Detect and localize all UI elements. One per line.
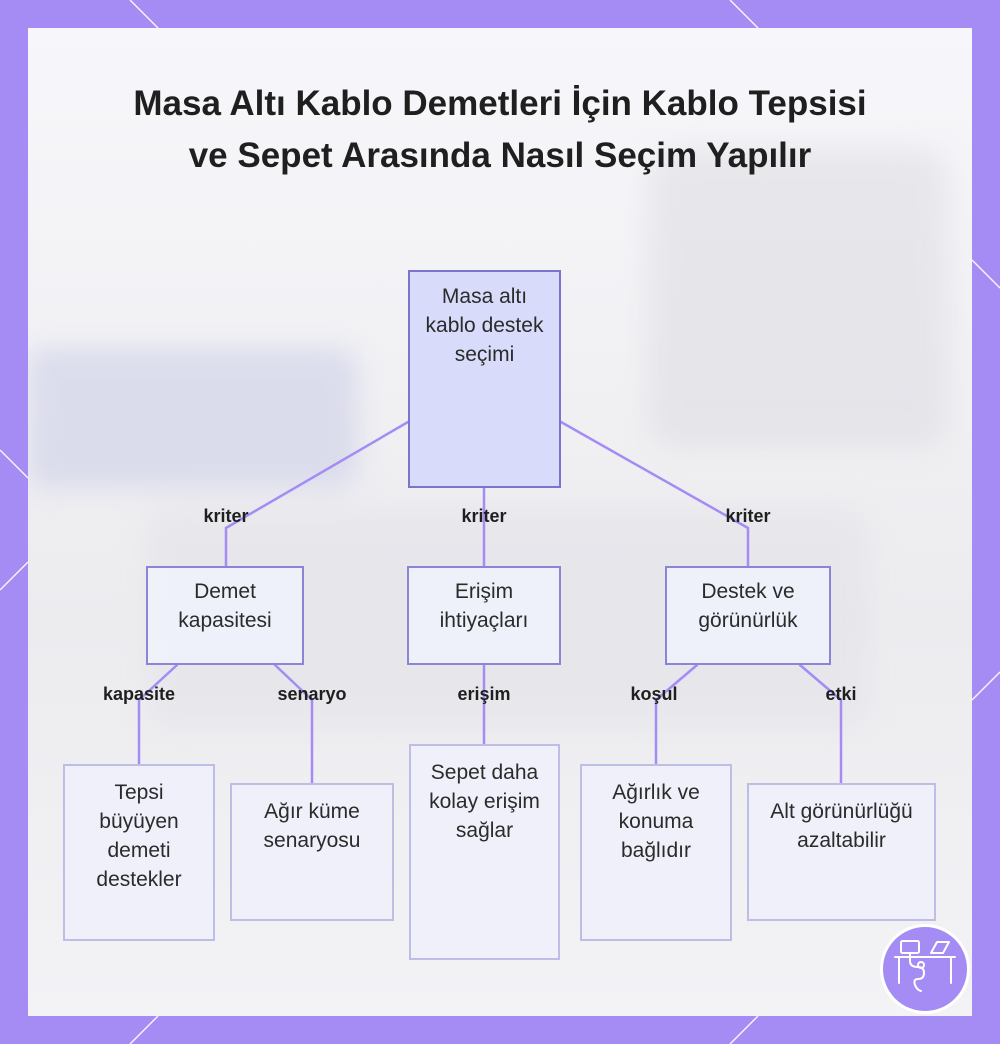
node-access-label: Erişim ihtiyaçları: [417, 577, 551, 653]
node-heavy-label: Ağır küme senaryosu: [240, 797, 384, 909]
node-heavy: Ağır küme senaryosu: [230, 783, 394, 921]
node-root: Masa altı kablo destek seçimi: [408, 270, 561, 488]
node-tray-growth: Tepsi büyüyen demeti destekler: [63, 764, 215, 941]
edge-label-condition: koşul: [630, 683, 677, 705]
edge-label-criterion: kriter: [725, 505, 770, 527]
node-capacity: Demet kapasitesi: [146, 566, 304, 665]
desk-cable-icon: [880, 924, 970, 1014]
node-capacity-label: Demet kapasitesi: [156, 577, 294, 653]
edge-label-scenario: senaryo: [277, 683, 346, 705]
node-support: Destek ve görünürlük: [665, 566, 831, 665]
node-weight: Ağırlık ve konuma bağlıdır: [580, 764, 732, 941]
node-support-label: Destek ve görünürlük: [675, 577, 821, 653]
edge-root-support: [561, 422, 748, 566]
node-visibility-label: Alt görünürlüğü azaltabilir: [757, 797, 926, 909]
edge-capacity-tray: [139, 665, 177, 764]
edge-label-effect: etki: [825, 683, 856, 705]
node-access: Erişim ihtiyaçları: [407, 566, 561, 665]
edge-root-capacity: [226, 422, 408, 566]
edge-label-access: erişim: [457, 683, 510, 705]
node-basket-access-label: Sepet daha kolay erişim sağlar: [419, 758, 550, 948]
node-weight-label: Ağırlık ve konuma bağlıdır: [590, 778, 722, 929]
edge-label-capacity: kapasite: [103, 683, 175, 705]
node-tray-growth-label: Tepsi büyüyen demeti destekler: [73, 778, 205, 929]
edge-support-weight: [656, 665, 697, 764]
edge-label-criterion: kriter: [461, 505, 506, 527]
node-root-label: Masa altı kablo destek seçimi: [418, 282, 551, 476]
node-basket-access: Sepet daha kolay erişim sağlar: [409, 744, 560, 960]
node-visibility: Alt görünürlüğü azaltabilir: [747, 783, 936, 921]
edge-label-criterion: kriter: [203, 505, 248, 527]
